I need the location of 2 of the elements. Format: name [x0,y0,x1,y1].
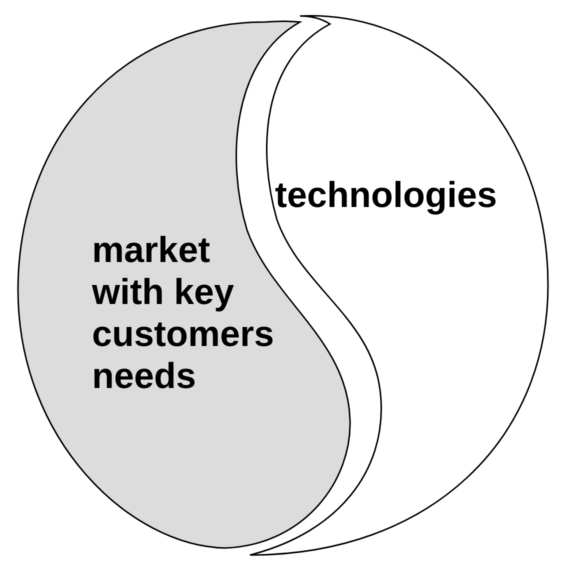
shape-label: market with key customers needs [92,229,276,397]
shape-label: technologies [275,174,498,216]
